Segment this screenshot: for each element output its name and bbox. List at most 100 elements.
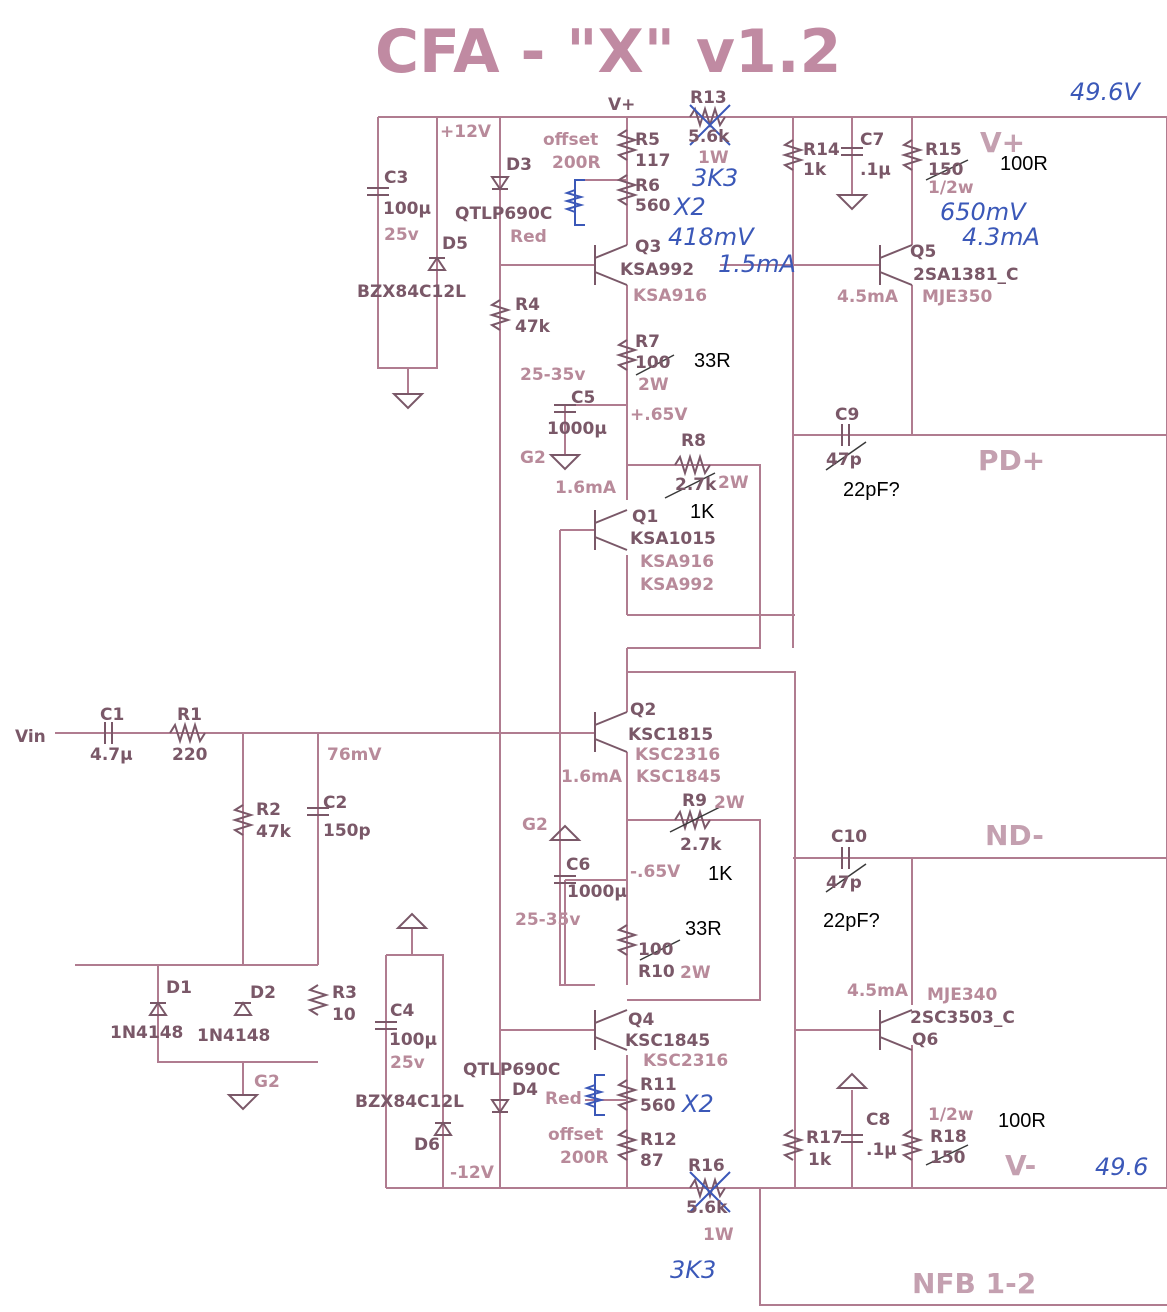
q2-alt2: KSC1845	[636, 767, 721, 787]
offset-bot-value: 200R	[560, 1148, 609, 1168]
q3-alt: KSA916	[633, 286, 707, 306]
r18-value: 150	[930, 1148, 966, 1168]
q3-ref: Q3	[635, 237, 661, 257]
d2-part: 1N4148	[197, 1026, 270, 1046]
vin-label: Vin	[15, 727, 46, 747]
r16-ref: R16	[688, 1156, 725, 1176]
d3-color: Red	[510, 227, 547, 247]
c1-symbol	[104, 722, 113, 744]
r8-value: 2.7k	[675, 475, 717, 495]
c6-symbol	[554, 875, 576, 884]
r12-value: 87	[640, 1151, 664, 1171]
ma43-note: 4.3mA	[962, 223, 1040, 251]
d2-ref: D2	[250, 983, 276, 1003]
r13-strike	[689, 104, 731, 146]
c2-symbol	[307, 807, 329, 816]
ma16-label-a: 1.6mA	[555, 478, 617, 498]
offset-top-label: offset	[543, 130, 598, 150]
r17-symbol	[781, 1129, 805, 1161]
r4-symbol	[488, 299, 512, 331]
v12n-label: -12V	[450, 1163, 495, 1183]
q3-part: KSA992	[620, 260, 694, 280]
r2-value: 47k	[256, 822, 292, 842]
v2535-label-a: 25-35v	[520, 365, 585, 385]
d6-symbol	[433, 1121, 453, 1136]
vplus-top-label: V+	[608, 95, 635, 115]
q5-ref: Q5	[910, 242, 936, 262]
r16-new-value: 3K3	[670, 1256, 716, 1284]
d4-part: QTLP690C	[463, 1060, 560, 1080]
r7-power: 2W	[638, 375, 669, 395]
supply-c4-symbol	[395, 912, 429, 929]
c4-volt: 25v	[390, 1053, 425, 1073]
r4-ref: R4	[515, 295, 540, 315]
d6-ref: D6	[414, 1135, 440, 1155]
r16-power: 1W	[703, 1225, 734, 1245]
r15-strike	[925, 159, 969, 181]
d1-ref: D1	[166, 978, 192, 998]
wires	[55, 116, 1167, 1306]
r13-power: 1W	[698, 148, 729, 168]
r5-value: 117	[635, 151, 671, 171]
r8-ref: R8	[681, 431, 706, 451]
q2-symbol	[594, 711, 628, 753]
supply-c8-symbol	[835, 1072, 869, 1089]
supply-c6-symbol	[548, 824, 582, 841]
q6-alt: MJE340	[927, 985, 998, 1005]
q2-ref: Q2	[630, 700, 656, 720]
r18-strike	[925, 1144, 969, 1166]
d4-color: Red	[545, 1089, 582, 1109]
handwritten-notes: 3K3 3K3 X2 X2 418mV 1.5mA 650mV 4.3mA 49…	[668, 78, 1148, 1284]
q3-symbol	[594, 244, 628, 286]
q2-part: KSC1815	[628, 725, 713, 745]
r13-value: 5.6k	[688, 127, 730, 147]
ma15-note: 1.5mA	[718, 250, 796, 278]
c1-value: 4.7µ	[90, 745, 133, 765]
q1-alt1: KSA916	[640, 552, 714, 572]
d4-ref: D4	[512, 1080, 538, 1100]
labels: V+ +12V -12V Vin V+ V- PD+ ND- NFB 1-2 o…	[15, 88, 1045, 1300]
c9-symbol	[841, 424, 850, 446]
r16-strike	[689, 1171, 731, 1213]
v065p-label: +.65V	[630, 405, 688, 425]
revision-notes: 33R 33R 1K 1K 22pF? 22pF? 100R 100R	[685, 153, 1048, 1132]
q1-part: KSA1015	[630, 529, 716, 549]
r11-parallel-sketch	[583, 1074, 605, 1116]
mv650-note: 650mV	[940, 198, 1027, 226]
r11-ref: R11	[640, 1075, 677, 1095]
r18-ref: R18	[930, 1127, 967, 1147]
r1-ref: R1	[177, 705, 202, 725]
d5-part: BZX84C12L	[357, 282, 466, 302]
r2-symbol	[231, 804, 255, 836]
c8-ref: C8	[866, 1110, 890, 1130]
c5-value: 1000µ	[547, 419, 607, 439]
r7-ref: R7	[635, 332, 660, 352]
r14-ref: R14	[803, 140, 840, 160]
r6-symbol	[615, 174, 639, 206]
d1-part: 1N4148	[110, 1023, 183, 1043]
ma45-label-b: 4.5mA	[847, 981, 909, 1001]
pen-marks	[563, 104, 969, 1213]
mv76-label: 76mV	[327, 745, 382, 765]
r11-symbol	[615, 1079, 639, 1111]
ground-input-symbol	[226, 1094, 260, 1111]
q4-alt: KSC2316	[643, 1051, 728, 1071]
d1-symbol	[148, 1001, 168, 1016]
r16-value: 5.6k	[686, 1198, 728, 1218]
vminus-big-label: V-	[1005, 1149, 1036, 1182]
mv418-note: 418mV	[668, 223, 755, 251]
q5-symbol	[879, 244, 913, 286]
r9-strike	[669, 806, 721, 833]
r10-symbol	[615, 924, 639, 956]
c3-volt: 25v	[384, 225, 419, 245]
r1-value: 220	[172, 745, 208, 765]
d2-symbol	[233, 1001, 253, 1016]
c9-new-value: 22pF?	[843, 479, 900, 501]
r15-new-value: 100R	[1000, 153, 1048, 175]
ground-c3-symbol	[391, 393, 425, 410]
c8-value: .1µ	[866, 1140, 897, 1160]
r12-symbol	[615, 1129, 639, 1161]
ndminus-label: ND-	[985, 819, 1044, 852]
r12-ref: R12	[640, 1130, 677, 1150]
q2-alt1: KSC2316	[635, 745, 720, 765]
